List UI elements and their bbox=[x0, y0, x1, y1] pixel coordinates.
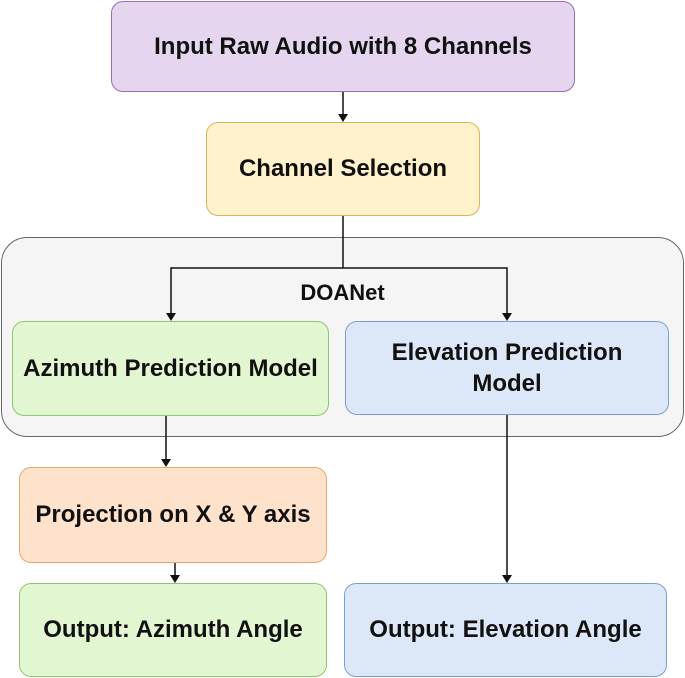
azimuth-prediction-node: Azimuth Prediction Model bbox=[12, 321, 329, 416]
arrowhead-projection bbox=[161, 459, 171, 467]
projection-node: Projection on X & Y axis bbox=[19, 467, 327, 563]
doanet-group-label: DOANet bbox=[300, 280, 385, 305]
arrowhead-output-elevation bbox=[502, 575, 512, 583]
input-node: Input Raw Audio with 8 Channels bbox=[111, 1, 575, 92]
elevation-prediction-node: Elevation Prediction Model bbox=[345, 321, 669, 415]
channel-selection-node: Channel Selection bbox=[206, 122, 480, 216]
arrowhead-selection bbox=[338, 114, 348, 122]
output-elevation-node: Output: Elevation Angle bbox=[344, 583, 667, 677]
arrowhead-output-azimuth bbox=[170, 575, 180, 583]
output-azimuth-node: Output: Azimuth Angle bbox=[19, 583, 327, 677]
